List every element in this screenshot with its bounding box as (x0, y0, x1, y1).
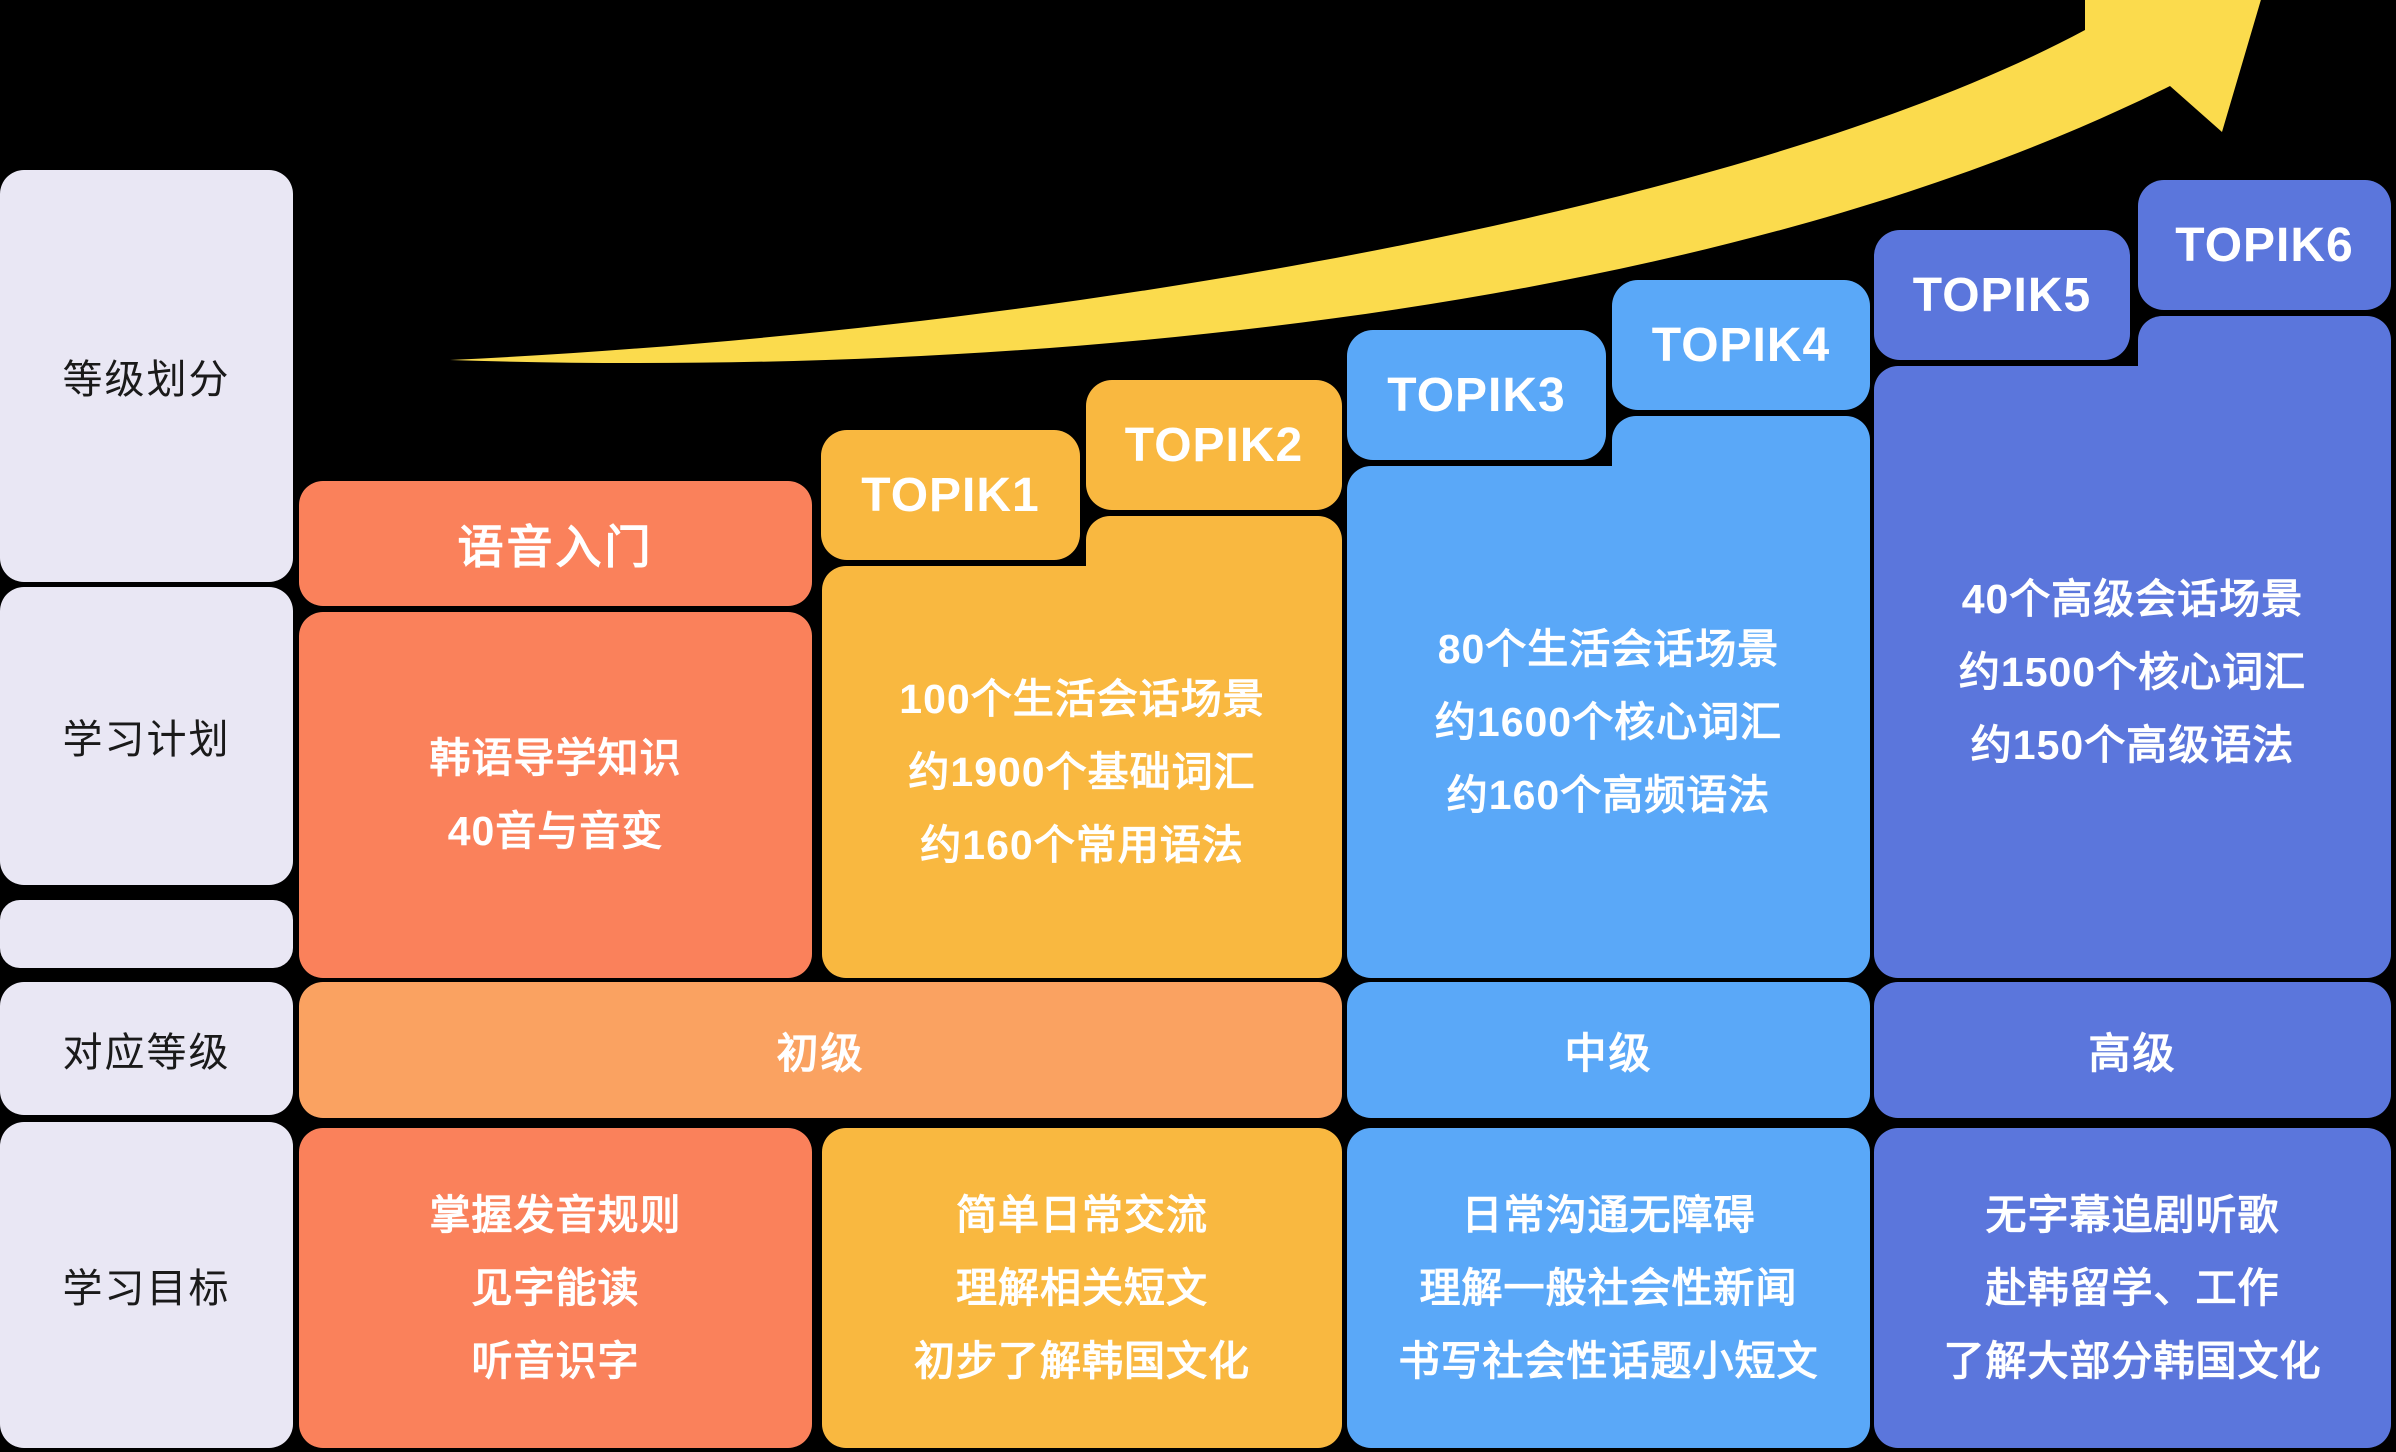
stage-intermediate-goal: 日常沟通无障碍 理解一般社会性新闻 书写社会性话题小短文 (1347, 1128, 1870, 1448)
level-intermediate: 中级 (1347, 982, 1870, 1118)
plan-line: 约1900个基础词汇 (908, 748, 1256, 795)
plan-line: 约1600个核心词汇 (1434, 698, 1783, 745)
plan-line: 韩语导学知识 (429, 735, 682, 781)
row-label-level-division: 等级划分 (0, 170, 293, 582)
left-spacer-panel (0, 900, 293, 968)
row-label-study-plan: 学习计划 (0, 587, 293, 885)
plan-line: 约150个高级语法 (1970, 721, 2295, 768)
goal-line: 书写社会性话题小短文 (1398, 1337, 1819, 1384)
badge-topik2: TOPIK2 (1086, 380, 1342, 510)
goal-line: 理解相关短文 (956, 1264, 1208, 1311)
goal-line: 了解大部分韩国文化 (1943, 1337, 2322, 1384)
plan-line: 40个高级会话场景 (1961, 575, 2304, 622)
goal-line: 简单日常交流 (956, 1191, 1208, 1238)
badge-topik4-text: TOPIK4 (1651, 318, 1831, 372)
plan-line: 80个生活会话场景 (1437, 625, 1780, 672)
row-label-text: 对应等级 (62, 1030, 231, 1075)
row-label-study-goal: 学习目标 (0, 1122, 293, 1448)
level-intermediate-text: 中级 (1564, 1029, 1653, 1077)
stage-beginner-goal: 简单日常交流 理解相关短文 初步了解韩国文化 (822, 1128, 1342, 1448)
badge-topik5-text: TOPIK5 (1912, 268, 2092, 322)
level-beginner: 初级 (299, 982, 1342, 1118)
row-label-text: 学习目标 (62, 1267, 231, 1311)
badge-topik1-text: TOPIK1 (861, 468, 1040, 522)
plan-line: 40音与音变 (447, 808, 664, 854)
badge-topik2-text: TOPIK2 (1124, 418, 1304, 472)
stage-advanced-plan: 40个高级会话场景 约1500个核心词汇 约150个高级语法 (1874, 366, 2391, 978)
stage-intro-header: 语音入门 (299, 481, 812, 606)
goal-line: 掌握发音规则 (429, 1191, 682, 1238)
goal-line: 见字能读 (471, 1264, 640, 1311)
stage-intro-header-text: 语音入门 (457, 520, 654, 573)
plan-line: 约1500个核心词汇 (1958, 648, 2307, 695)
badge-topik6: TOPIK6 (2138, 180, 2391, 310)
plan-line: 100个生活会话场景 (899, 675, 1265, 722)
stage-intermediate-plan: 80个生活会话场景 约1600个核心词汇 约160个高频语法 (1347, 466, 1870, 978)
stage-intro-plan: 韩语导学知识 40音与音变 (299, 612, 812, 978)
goal-line: 理解一般社会性新闻 (1419, 1264, 1798, 1311)
badge-topik1: TOPIK1 (821, 430, 1080, 560)
row-label-level-mapping: 对应等级 (0, 982, 293, 1115)
goal-line: 赴韩留学、工作 (1985, 1264, 2280, 1311)
badge-topik4: TOPIK4 (1612, 280, 1870, 410)
goal-line: 听音识字 (471, 1337, 640, 1384)
badge-topik3-text: TOPIK3 (1387, 368, 1566, 422)
row-label-text: 学习计划 (62, 718, 231, 762)
goal-line: 初步了解韩国文化 (914, 1337, 1250, 1384)
goal-line: 无字幕追剧听歌 (1985, 1191, 2280, 1238)
badge-topik3: TOPIK3 (1347, 330, 1606, 460)
plan-line: 约160个常用语法 (920, 821, 1244, 868)
badge-topik6-text: TOPIK6 (2175, 218, 2354, 272)
stage-beginner-plan: 100个生活会话场景 约1900个基础词汇 约160个常用语法 (822, 566, 1342, 978)
stage-intro-goal: 掌握发音规则 见字能读 听音识字 (299, 1128, 812, 1448)
level-advanced: 高级 (1874, 982, 2391, 1118)
stage-advanced-goal: 无字幕追剧听歌 赴韩留学、工作 了解大部分韩国文化 (1874, 1128, 2391, 1448)
badge-topik5: TOPIK5 (1874, 230, 2130, 360)
goal-line: 日常沟通无障碍 (1461, 1191, 1756, 1238)
level-beginner-text: 初级 (776, 1029, 865, 1077)
plan-line: 约160个高频语法 (1446, 771, 1771, 818)
row-label-text: 等级划分 (62, 358, 231, 402)
level-advanced-text: 高级 (2088, 1029, 2177, 1077)
